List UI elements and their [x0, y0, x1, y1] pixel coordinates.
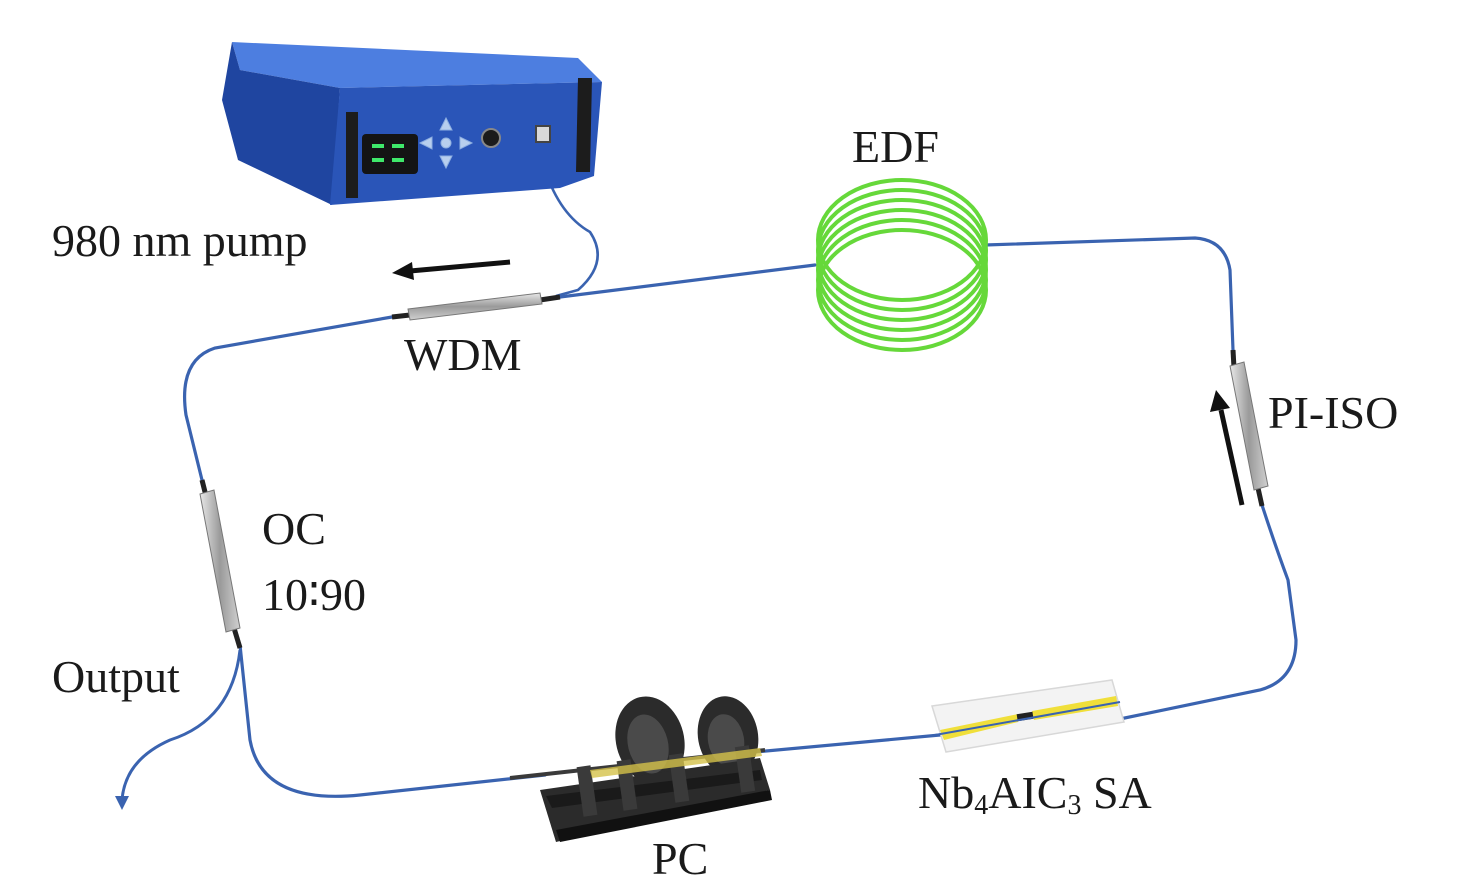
output-coupler-icon: [199, 479, 243, 649]
coupler-icon: [391, 292, 561, 321]
sa-label-middle: AIC: [988, 767, 1068, 818]
coupler-ratio-label: 10∶90: [262, 569, 366, 620]
isolator-label: PI-ISO: [1268, 387, 1399, 438]
sa-label-prefix: Nb: [918, 767, 975, 818]
wdm-label: WDM: [404, 329, 522, 380]
edf-label: EDF: [852, 121, 939, 172]
sa-label-sub1: 4: [974, 790, 989, 821]
pump-lead-fiber: [541, 145, 599, 298]
output-arrowhead: [115, 796, 129, 810]
fiber-coil-icon: [816, 178, 988, 352]
pump-laser-icon: [222, 42, 602, 205]
saturable-absorber-icon: [931, 679, 1125, 753]
sa-label: Nb4AIC3 SA: [918, 770, 1152, 820]
polarization-controller-icon: [509, 696, 772, 842]
isolator-direction-arrow: [1210, 390, 1245, 506]
coupler-name-label: OC: [262, 503, 326, 554]
sa-label-suffix: SA: [1081, 767, 1152, 818]
sa-label-sub2: 3: [1067, 790, 1082, 821]
isolator-icon: [1229, 349, 1269, 507]
pump-direction-arrow: [392, 259, 511, 280]
pc-label: PC: [652, 833, 709, 884]
fiber-ring: [183, 236, 1298, 798]
output-label: Output: [52, 651, 180, 702]
output-fiber: [120, 649, 242, 801]
pump-label: 980 nm pump: [52, 215, 308, 266]
